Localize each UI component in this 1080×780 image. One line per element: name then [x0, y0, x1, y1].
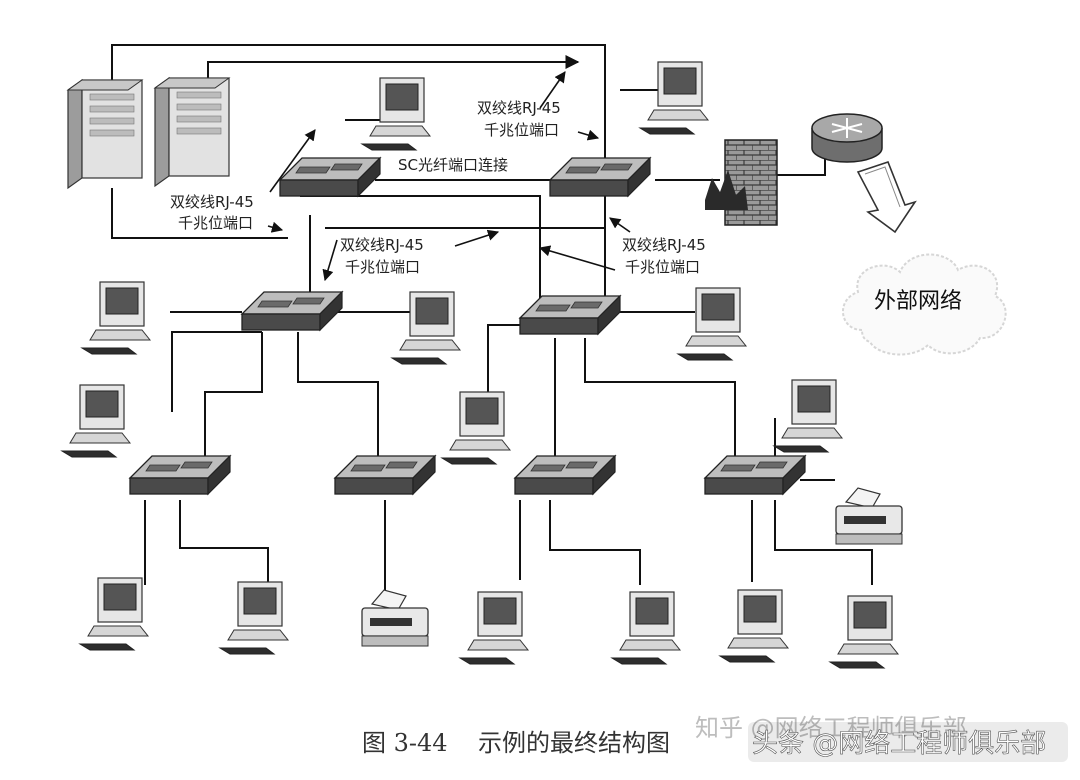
access-switch-d-icon	[703, 454, 807, 496]
computer-icon	[78, 577, 150, 651]
computer-icon	[610, 591, 682, 665]
arrow-to-top-loop	[539, 71, 566, 109]
cloud-label: 外部网络	[874, 289, 962, 314]
computer-icon	[80, 281, 152, 355]
annotation-arrows	[267, 71, 631, 282]
watermark-toutiao-text: 头条 @网络工程师俱乐部	[752, 729, 1046, 759]
computer-icon	[772, 379, 844, 453]
arrow-label4-left	[538, 245, 616, 271]
printer-icon	[361, 589, 429, 647]
port-labels: 双绞线RJ-45 千兆位端口 双绞线RJ-45 千兆位端口 SC光纤端口连接 双…	[170, 99, 706, 276]
firewall-icon	[705, 139, 778, 226]
switches	[128, 156, 807, 496]
computer-icon	[638, 61, 710, 135]
computer-icon	[218, 581, 290, 655]
arrow-label1-right	[267, 221, 284, 233]
server-icon	[153, 76, 231, 188]
link-server1-bottom	[111, 188, 288, 239]
label-gigabit-port-2: 千兆位端口	[484, 121, 559, 139]
dist-switch-b-icon	[518, 294, 622, 336]
figure-title: 示例的最终结构图	[478, 729, 670, 757]
label-twisted-pair-3: 双绞线RJ-45	[340, 236, 424, 254]
link-server1-top	[111, 44, 606, 165]
dist-switch-a-icon	[240, 290, 344, 332]
access-switch-a-icon	[128, 454, 232, 496]
computer-icon	[718, 589, 790, 663]
link-coreA-distB	[300, 195, 541, 300]
computer-icon	[440, 391, 512, 465]
arrow-label3-right	[454, 229, 500, 247]
link-distA-accA	[204, 332, 263, 462]
figure-number: 图 3-44	[362, 729, 448, 757]
link-accA-pc2	[179, 500, 269, 585]
arrow-to-coreA	[269, 129, 316, 193]
printer-icon	[835, 487, 903, 545]
computer-icon	[828, 595, 900, 669]
router-down-arrow-icon	[856, 161, 917, 234]
label-gigabit-port-4: 千兆位端口	[625, 258, 700, 276]
printers	[361, 487, 903, 647]
computer-icon	[360, 77, 432, 151]
access-switch-b-icon	[333, 454, 437, 496]
computers	[60, 61, 900, 669]
label-sc-fiber: SC光纤端口连接	[398, 156, 508, 174]
external-network-cloud: 外部网络	[841, 253, 1007, 356]
router-icon	[811, 113, 883, 163]
computer-icon	[390, 291, 462, 365]
computer-icon	[458, 591, 530, 665]
arrow-label4-up	[609, 217, 631, 233]
servers	[66, 76, 231, 190]
link-distA-accB	[297, 332, 379, 462]
label-twisted-pair-1: 双绞线RJ-45	[170, 193, 254, 211]
core-switch-b-icon	[548, 156, 652, 198]
access-switch-c-icon	[513, 454, 617, 496]
watermark-zhihu: 知乎 @网络工程师俱乐部	[695, 714, 967, 742]
label-gigabit-port-3: 千兆位端口	[345, 258, 420, 276]
core-switch-a-icon	[278, 156, 382, 198]
arrow-label3-left	[322, 239, 338, 282]
link-accD-pc2	[774, 500, 873, 585]
label-gigabit-port-1: 千兆位端口	[178, 214, 253, 232]
computer-icon	[60, 384, 132, 458]
label-twisted-pair-2: 双绞线RJ-45	[477, 99, 561, 117]
link-accC-pc2	[549, 500, 641, 585]
link-distB-pcleft	[487, 324, 525, 392]
label-twisted-pair-4: 双绞线RJ-45	[622, 236, 706, 254]
watermark-toutiao: 头条 @网络工程师俱乐部	[748, 722, 1068, 762]
computer-icon	[676, 287, 748, 361]
server-icon	[66, 78, 144, 190]
link-distB-accD	[584, 338, 736, 462]
arrow-label2-right	[577, 129, 600, 141]
link-distA-pcleft	[171, 331, 262, 412]
